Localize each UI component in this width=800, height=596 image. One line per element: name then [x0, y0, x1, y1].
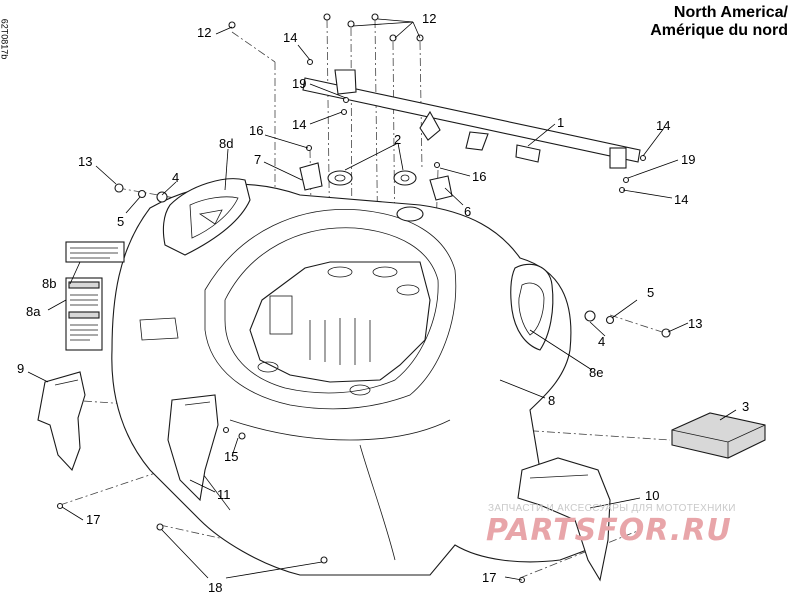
region-title: North America/ Amérique du nord — [650, 4, 788, 40]
callout-5a: 5 — [117, 214, 124, 229]
clip-6 — [429, 175, 453, 201]
callout-13b: 13 — [688, 316, 702, 331]
bracket-left — [334, 69, 357, 95]
callout-5b: 5 — [647, 285, 654, 300]
callout-8: 8 — [548, 393, 555, 408]
watermark-brand: PARTSFOR.RU — [486, 513, 732, 548]
watermark-subtitle: ЗАПЧАСТИ И АКСЕССУАРЫ ДЛЯ МОТОТЕХНИКИ — [488, 503, 736, 514]
callout-7: 7 — [254, 152, 261, 167]
callout-12b: 12 — [422, 11, 436, 26]
callout-15: 15 — [224, 449, 238, 464]
callout-8d: 8d — [219, 136, 233, 151]
callout-2: 2 — [394, 132, 401, 147]
callout-19a: 19 — [292, 76, 306, 91]
callout-numbers: 12 12 14 19 14 1 2 14 19 14 16 7 16 6 8d… — [17, 11, 749, 595]
region-title-line2: Amérique du nord — [650, 22, 788, 39]
callout-4b: 4 — [598, 334, 605, 349]
storage-compartment — [249, 261, 431, 396]
hardware — [56, 13, 671, 584]
right-side-reflector — [510, 263, 554, 351]
callout-18: 18 — [208, 580, 222, 595]
warning-labels — [65, 241, 125, 351]
callout-9: 9 — [17, 361, 24, 376]
callout-8e: 8e — [589, 365, 603, 380]
callout-17a: 17 — [86, 512, 100, 527]
callout-14d: 14 — [674, 192, 688, 207]
callout-17b: 17 — [482, 570, 496, 585]
callout-14b: 14 — [292, 117, 306, 132]
mud-flap-left — [37, 371, 86, 472]
document-code: 62T0817b — [0, 18, 10, 60]
callout-3: 3 — [742, 399, 749, 414]
callout-13a: 13 — [78, 154, 92, 169]
callout-1: 1 — [557, 115, 564, 130]
callout-11: 11 — [217, 487, 231, 502]
foam-pad — [671, 412, 766, 459]
callout-4a: 4 — [172, 170, 179, 185]
region-title-line1: North America/ — [673, 4, 788, 21]
callout-14a: 14 — [283, 30, 297, 45]
grommets — [327, 170, 424, 222]
callout-14c: 14 — [656, 118, 670, 133]
callout-6: 6 — [464, 204, 471, 219]
callout-8b: 8b — [42, 276, 56, 291]
callout-16a: 16 — [249, 123, 263, 138]
lower-panel-11 — [167, 394, 219, 502]
mud-flap-right — [517, 457, 611, 582]
rear-crossbar — [302, 77, 641, 169]
callout-12a: 12 — [197, 25, 211, 40]
callout-19b: 19 — [681, 152, 695, 167]
callout-leaders — [27, 18, 737, 581]
callout-16b: 16 — [472, 169, 486, 184]
clip-7 — [299, 162, 323, 191]
callout-10: 10 — [645, 488, 659, 503]
left-side-reflector — [162, 178, 251, 256]
callout-8a: 8a — [26, 304, 41, 319]
